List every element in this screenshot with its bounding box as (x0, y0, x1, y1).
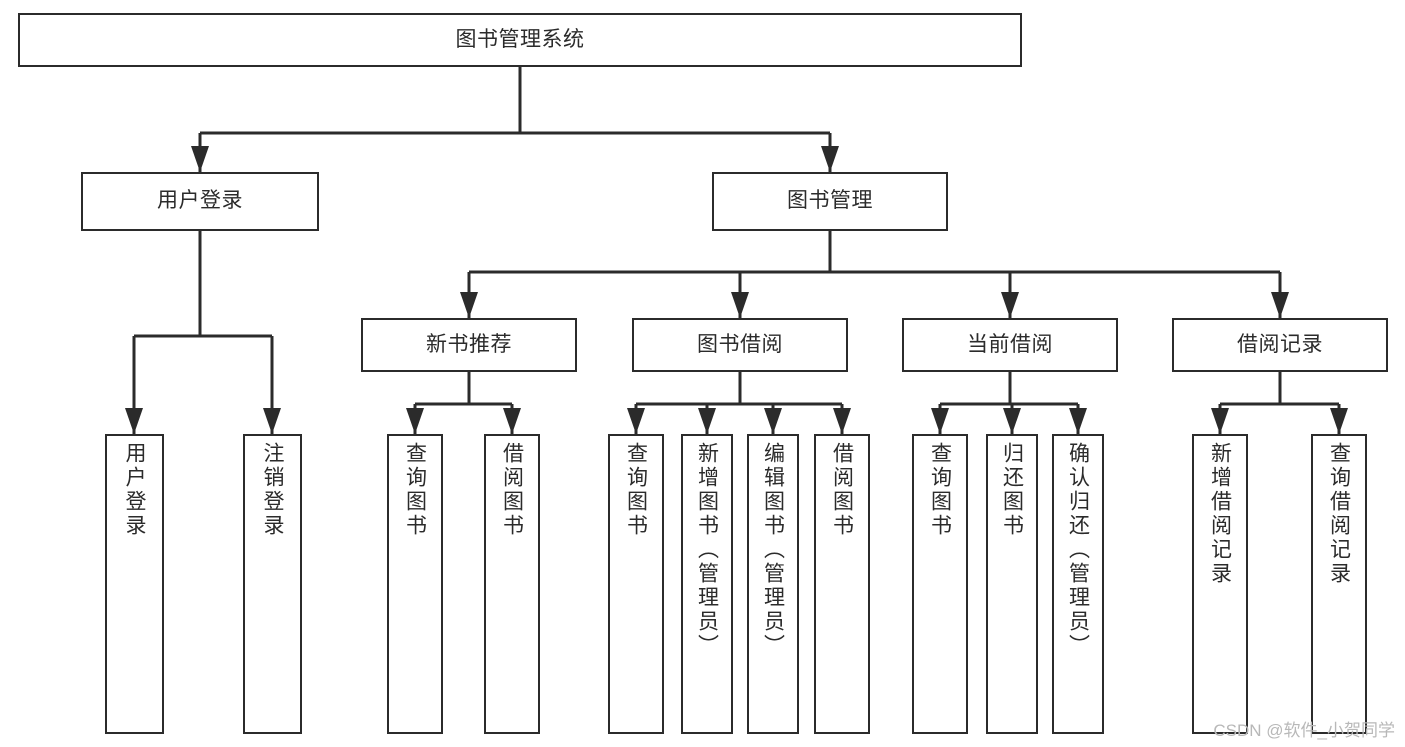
arrowhead-currentborrow-to-leaves-0 (931, 408, 949, 434)
arrowhead-root-to-level1-0 (191, 146, 209, 172)
node-label-leaf-add-book: 新增图书（管理员） (695, 442, 719, 658)
node-borrow-record[interactable]: 借阅记录 (1172, 318, 1388, 372)
node-leaf-add-book[interactable]: 新增图书（管理员） (681, 434, 733, 734)
arrowhead-bookmanage-to-level2-0 (460, 292, 478, 318)
node-current-borrow[interactable]: 当前借阅 (902, 318, 1118, 372)
arrowhead-bookmanage-to-level2-1 (731, 292, 749, 318)
node-label-leaf-user-login: 用户登录 (123, 442, 146, 538)
node-label-leaf-confirm-return: 确认归还（管理员） (1066, 442, 1090, 658)
arrowhead-root-to-level1-1 (821, 146, 839, 172)
arrowhead-bookborrow-to-leaves-1 (698, 408, 716, 434)
node-label-user-login: 用户登录 (157, 189, 243, 213)
arrowhead-bookborrow-to-leaves-2 (764, 408, 782, 434)
arrowhead-newbookrec-to-leaves-0 (406, 408, 424, 434)
arrowhead-bookmanage-to-level2-2 (1001, 292, 1019, 318)
arrowhead-userlogin-to-leaves-1 (263, 408, 281, 434)
node-label-leaf-user-logout: 注销登录 (261, 442, 284, 538)
node-book-manage[interactable]: 图书管理 (712, 172, 948, 231)
node-leaf-user-login[interactable]: 用户登录 (105, 434, 164, 734)
node-leaf-add-record[interactable]: 新增借阅记录 (1192, 434, 1248, 734)
node-leaf-query-book-3[interactable]: 查询图书 (912, 434, 968, 734)
node-label-leaf-query-record: 查询借阅记录 (1327, 442, 1351, 586)
arrowhead-bookborrow-to-leaves-0 (627, 408, 645, 434)
node-leaf-borrow-book-1[interactable]: 借阅图书 (484, 434, 540, 734)
arrowhead-borrowrecord-to-leaves-1 (1330, 408, 1348, 434)
node-label-root: 图书管理系统 (455, 27, 585, 51)
node-leaf-return-book[interactable]: 归还图书 (986, 434, 1038, 734)
node-label-leaf-return-book: 归还图书 (1000, 442, 1024, 538)
node-label-leaf-query-book-3: 查询图书 (928, 442, 952, 538)
node-label-leaf-query-book-2: 查询图书 (624, 442, 648, 538)
node-leaf-query-record[interactable]: 查询借阅记录 (1311, 434, 1367, 734)
node-leaf-query-book-2[interactable]: 查询图书 (608, 434, 664, 734)
node-label-new-book-rec: 新书推荐 (426, 332, 512, 356)
node-root[interactable]: 图书管理系统 (18, 13, 1022, 67)
node-label-book-borrow: 图书借阅 (697, 332, 783, 356)
node-label-borrow-record: 借阅记录 (1237, 332, 1323, 356)
node-leaf-query-book-1[interactable]: 查询图书 (387, 434, 443, 734)
node-label-leaf-query-book-1: 查询图书 (403, 442, 427, 538)
node-label-book-manage: 图书管理 (787, 189, 873, 213)
node-label-current-borrow: 当前借阅 (967, 332, 1053, 356)
arrowhead-userlogin-to-leaves-0 (125, 408, 143, 434)
node-leaf-user-logout[interactable]: 注销登录 (243, 434, 302, 734)
node-book-borrow[interactable]: 图书借阅 (632, 318, 848, 372)
watermark-text: CSDN @软件_小贺同学 (1213, 721, 1395, 740)
arrowhead-bookborrow-to-leaves-3 (833, 408, 851, 434)
node-user-login[interactable]: 用户登录 (81, 172, 319, 231)
node-label-leaf-add-record: 新增借阅记录 (1208, 442, 1232, 586)
node-label-leaf-borrow-book-2: 借阅图书 (830, 442, 854, 538)
arrowhead-bookmanage-to-level2-3 (1271, 292, 1289, 318)
arrowhead-currentborrow-to-leaves-1 (1003, 408, 1021, 434)
arrowhead-currentborrow-to-leaves-2 (1069, 408, 1087, 434)
node-new-book-rec[interactable]: 新书推荐 (361, 318, 577, 372)
node-label-leaf-borrow-book-1: 借阅图书 (500, 442, 524, 538)
node-leaf-borrow-book-2[interactable]: 借阅图书 (814, 434, 870, 734)
arrowhead-newbookrec-to-leaves-1 (503, 408, 521, 434)
arrowhead-borrowrecord-to-leaves-0 (1211, 408, 1229, 434)
node-leaf-edit-book[interactable]: 编辑图书（管理员） (747, 434, 799, 734)
node-leaf-confirm-return[interactable]: 确认归还（管理员） (1052, 434, 1104, 734)
node-label-leaf-edit-book: 编辑图书（管理员） (761, 442, 785, 658)
